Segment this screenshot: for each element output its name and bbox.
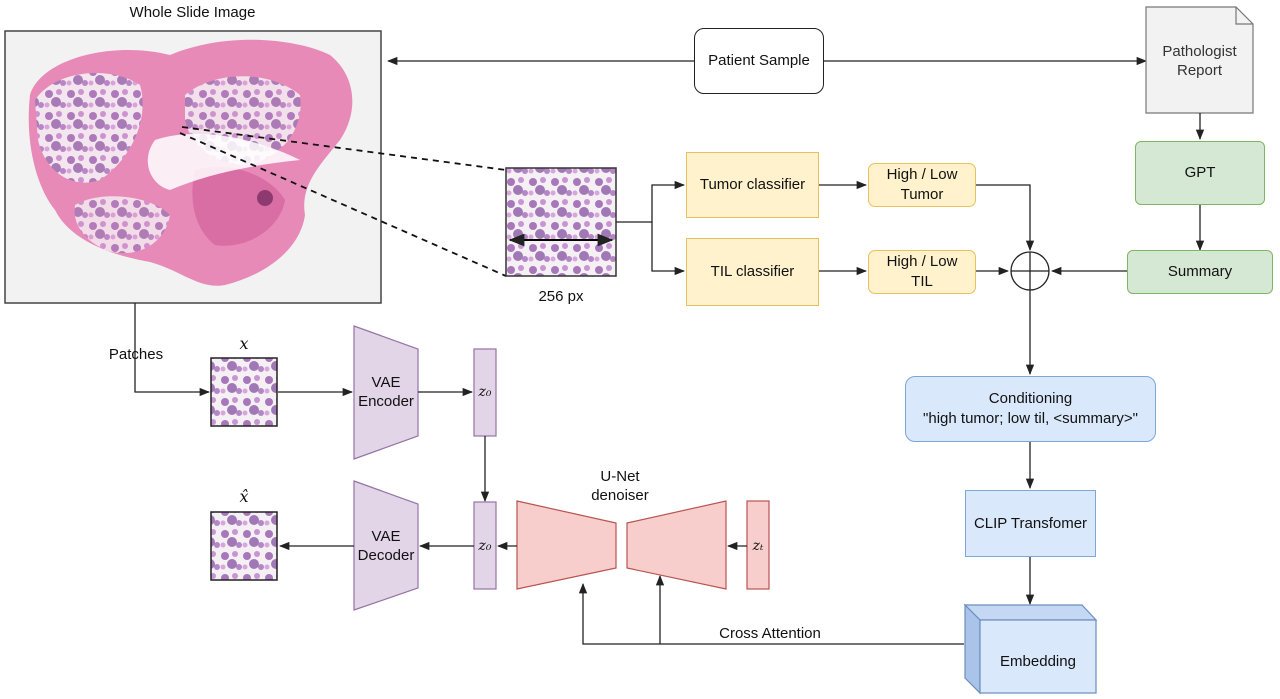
tumor-classifier-label: Tumor classifier [699,176,806,193]
unet-label: U-Net denoiser [591,468,649,504]
tumor-output-label: High / Low Tumor [886,166,958,203]
tumor-output-box: High / Low Tumor [868,163,976,207]
gpt-label: GPT [1184,164,1216,181]
vae-decoder-shape [353,480,419,611]
arrow-to-tumor-classifier [616,180,686,223]
arrow-tumor-to-combine [976,184,1035,252]
zt-label: zₜ [752,538,764,554]
clip-box: CLIP Transfomer [965,490,1096,557]
arrow-cross-attention-1 [578,582,964,645]
gpt-box: GPT [1135,141,1265,205]
z0-bottom-label: z₀ [478,538,492,554]
conditioning-box: Conditioning "high tumor; low til, <summ… [905,376,1156,442]
patient-sample-label: Patient Sample [708,52,810,69]
pathologist-report-shape [1145,6,1254,114]
whole-slide-image [4,30,382,304]
til-output-box: High / Low TIL [868,250,976,294]
til-classifier-label: TIL classifier [710,263,795,280]
summary-box: Summary [1127,250,1273,294]
patch-size-label: 256 px [538,288,584,305]
xhat-label: x̂ [239,487,249,506]
zoom-line-bottom [179,132,507,277]
patient-sample-box: Patient Sample [694,28,824,94]
combine-operator-icon [1010,251,1050,291]
vae-encoder-shape [353,325,419,460]
zoomed-patch-image [505,167,617,277]
pathologist-report-label: Pathologist Report [1162,43,1237,79]
x-label: x [239,334,249,353]
summary-label: Summary [1167,263,1233,280]
tumor-classifier-box: Tumor classifier [686,152,819,218]
embedding-cube [963,603,1098,695]
unet-encoder-shape [516,500,617,590]
conditioning-title: Conditioning [988,390,1073,407]
wsi-title: Whole Slide Image [129,4,256,21]
arrow-patches [134,303,211,397]
page-fold-icon [1235,7,1253,25]
patches-label: Patches [108,346,164,363]
output-patch-image [210,511,278,581]
cross-attention-label: Cross Attention [719,625,821,642]
til-output-label: High / Low TIL [886,253,958,290]
clip-label: CLIP Transfomer [973,514,1088,532]
unet-decoder-shape [626,500,727,590]
vae-decoder-label: VAE Decoder [357,528,415,564]
embedding-label: Embedding [1000,653,1076,670]
conditioning-text: "high tumor; low til, <summary>" [923,410,1138,427]
z0-top-label: z₀ [478,384,492,400]
vae-encoder-label: VAE Encoder [358,374,414,410]
til-classifier-box: TIL classifier [686,238,819,306]
latent-zt [746,500,770,590]
arrow-to-til-classifier [651,222,686,276]
input-patch-image [210,357,278,427]
